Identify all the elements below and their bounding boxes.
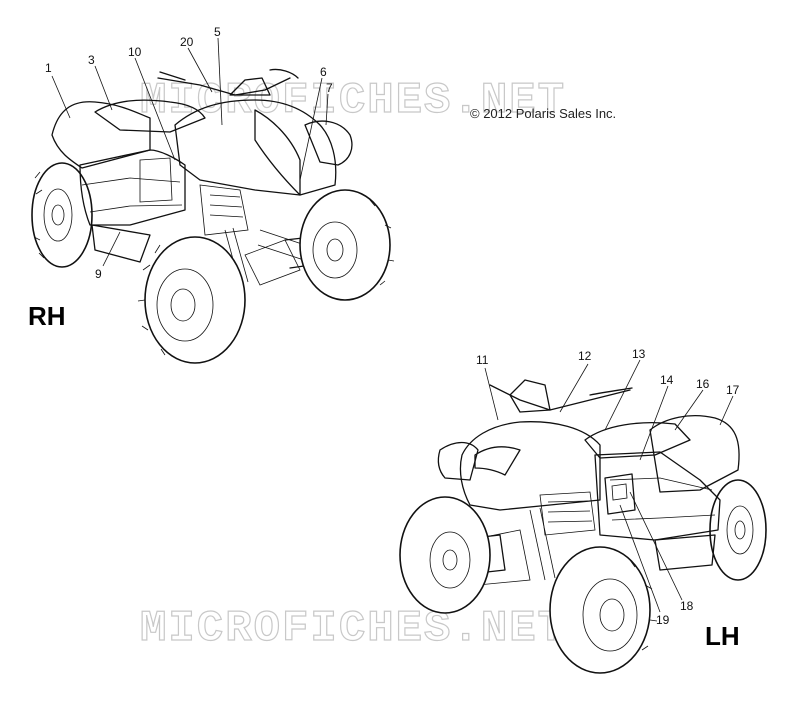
callout-17: 17 bbox=[726, 383, 740, 397]
copyright-text: © 2012 Polaris Sales Inc. bbox=[470, 106, 616, 121]
callout-1: 1 bbox=[45, 61, 52, 75]
callout-12: 12 bbox=[578, 349, 592, 363]
watermark-top: MICROFICHES.NET bbox=[140, 76, 566, 126]
callout-20: 20 bbox=[180, 35, 194, 49]
callout-5: 5 bbox=[214, 25, 221, 39]
callout-3: 3 bbox=[88, 53, 95, 67]
lh-seat bbox=[584, 422, 691, 459]
lh-front-wheel bbox=[549, 546, 658, 674]
callout-18: 18 bbox=[680, 599, 694, 613]
atv-right-side-view bbox=[31, 68, 395, 364]
rh-side-panel bbox=[79, 149, 186, 226]
rh-handlebar bbox=[157, 68, 299, 96]
callout-19: 19 bbox=[656, 613, 670, 627]
rh-front-fender bbox=[174, 99, 337, 196]
callout-10: 10 bbox=[128, 45, 142, 59]
lh-side-panel bbox=[594, 451, 721, 541]
lh-rear-wheel bbox=[709, 479, 767, 581]
lh-rear-fender bbox=[649, 415, 740, 493]
rh-headlight-pod bbox=[304, 120, 353, 166]
callout-11: 11 bbox=[476, 353, 489, 367]
callout-16: 16 bbox=[696, 377, 710, 391]
lh-front-left-wheel bbox=[399, 496, 491, 614]
watermark-bottom: MICROFICHES.NET bbox=[140, 604, 566, 654]
rh-seat bbox=[94, 99, 206, 133]
rh-rear-wheel bbox=[31, 162, 93, 268]
atv-left-side-view bbox=[399, 379, 767, 674]
rh-rear-fender bbox=[51, 101, 151, 169]
rh-label: RH bbox=[28, 301, 66, 331]
lh-decal-panel bbox=[604, 473, 636, 515]
lh-front-fender bbox=[459, 421, 601, 511]
callout-7: 7 bbox=[326, 81, 333, 95]
callout-9: 9 bbox=[95, 267, 102, 281]
lh-leaders bbox=[484, 359, 734, 613]
rh-leaders bbox=[51, 37, 329, 267]
callout-6: 6 bbox=[320, 65, 327, 79]
rh-rear-right-wheel bbox=[299, 189, 395, 301]
callout-14: 14 bbox=[660, 373, 674, 387]
lh-headlight-pod bbox=[437, 441, 479, 481]
lh-label: LH bbox=[705, 621, 740, 651]
rh-front-wheel bbox=[137, 236, 246, 364]
callout-13: 13 bbox=[632, 347, 646, 361]
